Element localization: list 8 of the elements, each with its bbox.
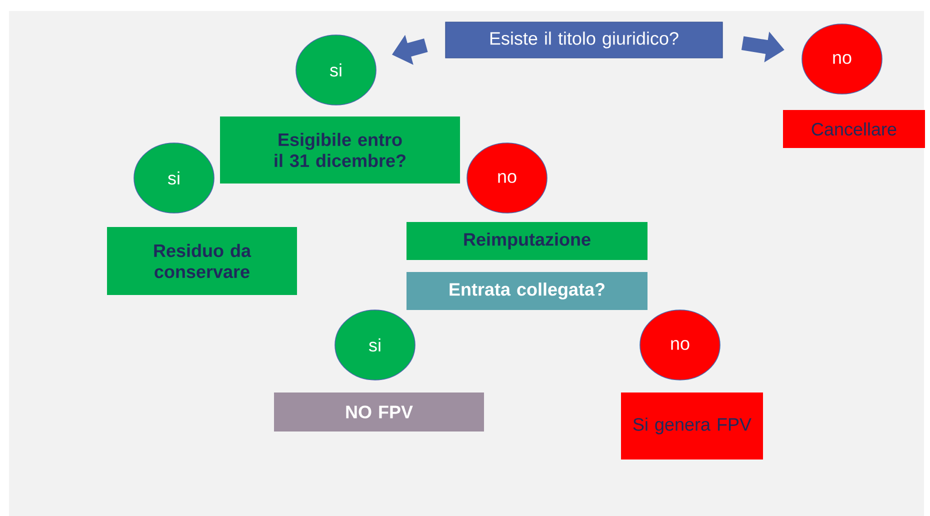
question-box: Esigibile entro il 31 dicembre? [220,116,460,184]
outcome-box: Residuo da conservare [107,227,297,295]
outcome-box: Reimputazione [406,222,648,260]
outcome-box: NO FPV [274,392,484,432]
outcome-box: Si genera FPV [621,392,763,460]
question-box: Esiste il titolo giuridico? [445,22,723,58]
outcome-box: Cancellare [783,110,925,148]
question-box: Entrata collegata? [406,272,648,310]
